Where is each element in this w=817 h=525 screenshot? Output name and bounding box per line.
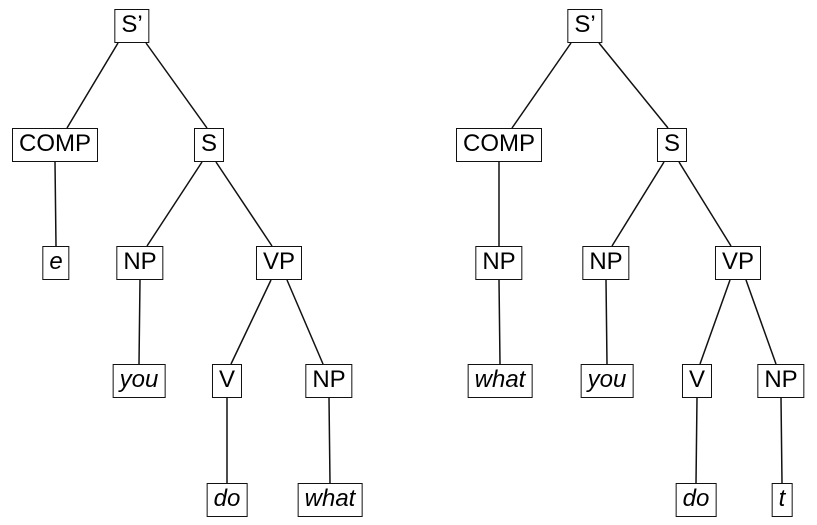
node-np-comp: NP bbox=[475, 246, 523, 280]
node-s: S bbox=[656, 128, 688, 162]
node-s-bar: S’ bbox=[567, 9, 603, 43]
node-v: V bbox=[211, 364, 243, 398]
node-comp: COMP bbox=[456, 128, 542, 162]
node-np-object: NP bbox=[757, 364, 805, 398]
edge-np-what bbox=[328, 397, 331, 484]
edge-vp-np bbox=[745, 279, 777, 365]
node-s: S bbox=[193, 128, 225, 162]
edge-vp-np bbox=[286, 279, 324, 365]
edge-np-you bbox=[138, 279, 141, 365]
node-v: V bbox=[681, 364, 713, 398]
node-vp: VP bbox=[714, 246, 762, 280]
edge-sbar-s bbox=[145, 42, 208, 129]
terminal-t: t bbox=[771, 483, 793, 517]
edge-s-vp bbox=[678, 161, 732, 247]
terminal-you: you bbox=[580, 364, 634, 398]
terminal-you: you bbox=[112, 364, 166, 398]
terminal-do: do bbox=[206, 483, 248, 517]
node-vp: VP bbox=[255, 246, 303, 280]
node-np-subject: NP bbox=[582, 246, 630, 280]
edge-s-np bbox=[611, 161, 665, 247]
edge-comp-e bbox=[54, 161, 57, 247]
edge-np-what bbox=[498, 279, 501, 365]
edge-sbar-s bbox=[598, 42, 669, 129]
edge-s-vp bbox=[215, 161, 273, 247]
edge-s-np bbox=[146, 161, 203, 247]
edge-np-you bbox=[605, 279, 608, 365]
edge-v-do bbox=[695, 397, 698, 484]
node-np-subject: NP bbox=[116, 246, 164, 280]
edge-sbar-comp bbox=[66, 42, 119, 129]
edge-np-t bbox=[780, 397, 783, 484]
terminal-do: do bbox=[675, 483, 717, 517]
node-comp: COMP bbox=[12, 128, 98, 162]
edge-sbar-comp bbox=[511, 42, 572, 129]
terminal-what: what bbox=[297, 483, 363, 517]
terminal-what: what bbox=[467, 364, 533, 398]
edge-vp-v bbox=[699, 279, 731, 365]
terminal-e: e bbox=[42, 246, 70, 280]
node-s-bar: S’ bbox=[114, 9, 150, 43]
node-np-object: NP bbox=[305, 364, 353, 398]
edge-vp-v bbox=[230, 279, 272, 365]
